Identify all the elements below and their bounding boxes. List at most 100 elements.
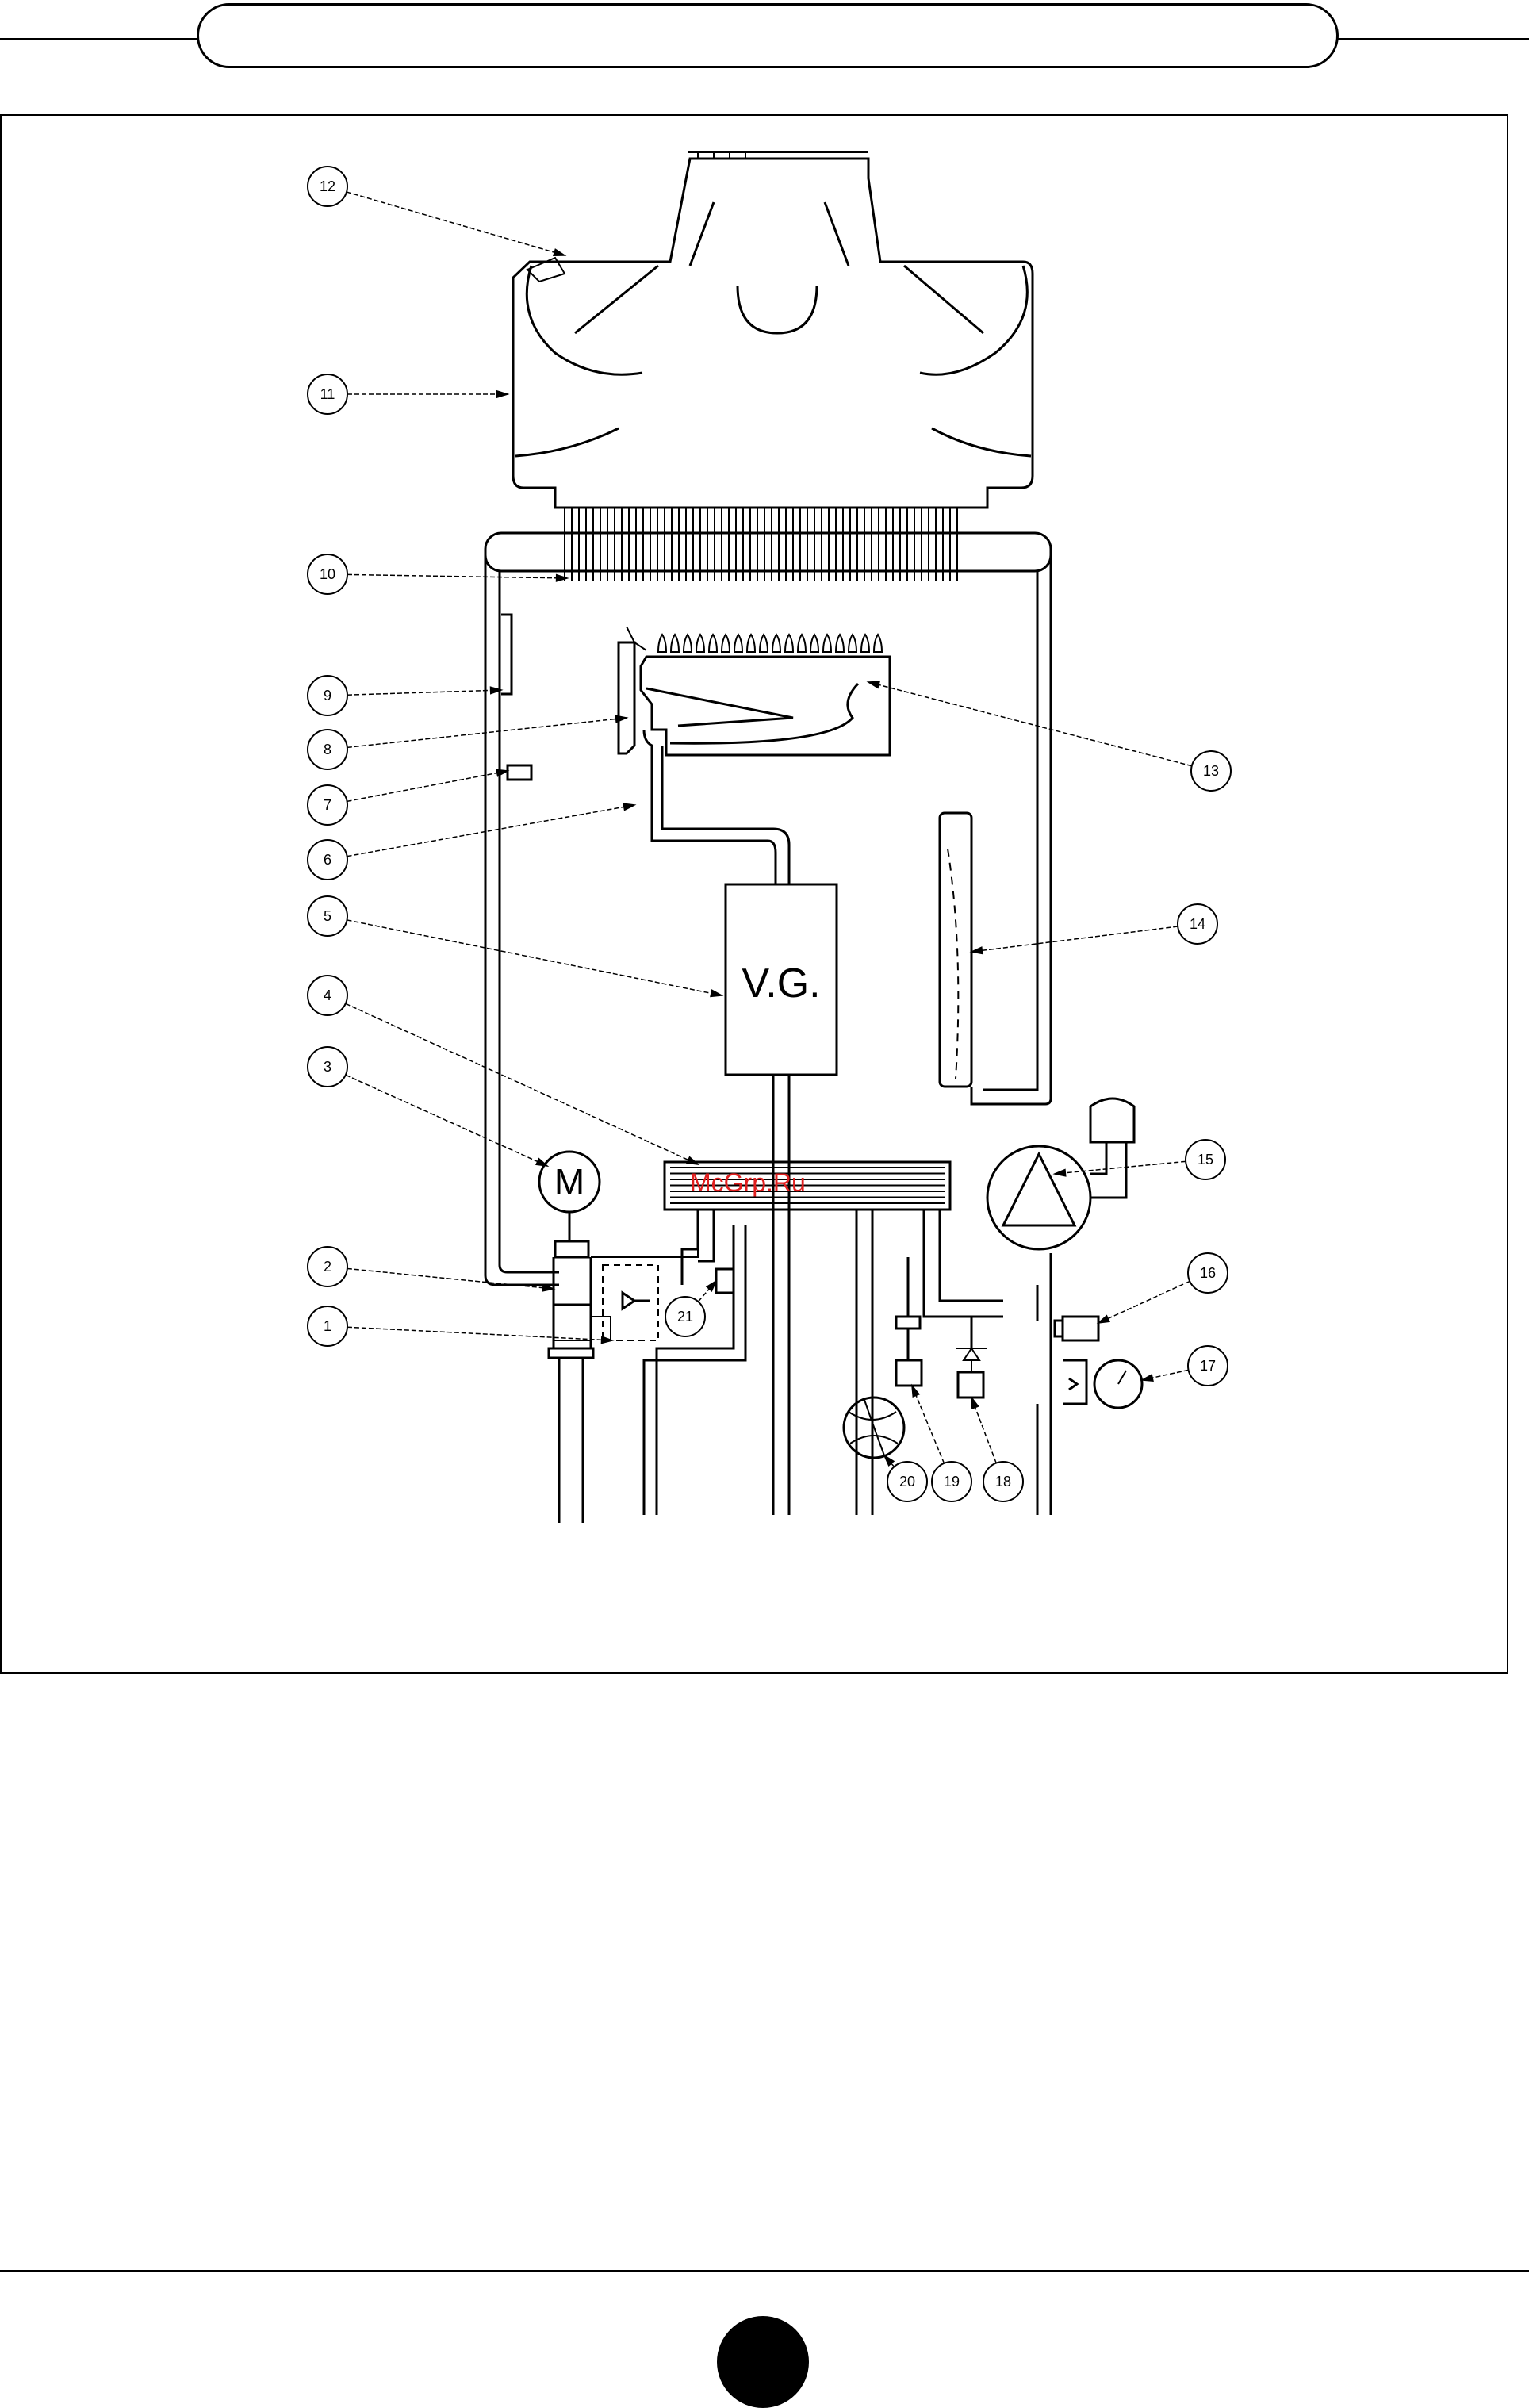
callout-leader <box>347 573 568 579</box>
gas-valve-label: V.G. <box>742 961 820 1007</box>
callout-arrowhead <box>623 803 637 811</box>
callout-circle <box>307 729 348 770</box>
callout-arrowhead <box>710 989 724 998</box>
callout-arrowhead <box>1096 1314 1110 1325</box>
callout-leader <box>347 919 722 996</box>
flow-pipe-left <box>484 555 559 1286</box>
callout-19: 19 <box>911 1383 972 1502</box>
callout-number: 2 <box>324 1259 331 1275</box>
callout-leader <box>345 1003 699 1165</box>
callout-arrowhead <box>542 1283 556 1292</box>
callout-number: 21 <box>677 1309 693 1325</box>
callout-3: 3 <box>307 1046 550 1168</box>
callout-circle <box>307 784 348 826</box>
callout-circle <box>307 1306 348 1347</box>
callout-leader <box>971 1397 997 1463</box>
expansion-vessel-membrane <box>947 848 960 1079</box>
callout-6: 6 <box>307 803 637 880</box>
callout-9: 9 <box>307 675 504 716</box>
drain-tap <box>842 1396 906 1459</box>
dhw-ntc-sensor <box>715 1267 735 1294</box>
callout-12: 12 <box>307 166 567 257</box>
callout-7: 7 <box>307 769 510 826</box>
callout-leader <box>1098 1280 1190 1324</box>
callout-arrowhead <box>705 1279 718 1293</box>
callout-arrowhead <box>686 1156 700 1166</box>
callout-arrowhead <box>615 715 629 723</box>
footer-rule <box>0 2270 1529 2272</box>
header-rule-left <box>0 38 198 40</box>
callout-leader <box>1054 1160 1186 1175</box>
heating-return-pipe <box>558 1358 584 1523</box>
callout-circle <box>307 839 348 880</box>
burner-flame <box>695 633 706 653</box>
callout-arrowhead <box>496 389 510 399</box>
electrode-tip <box>626 626 647 651</box>
heat-exchanger-frame <box>484 531 1052 573</box>
callout-13: 13 <box>866 681 1232 792</box>
circulation-pump <box>986 1145 1092 1251</box>
burner-flame <box>809 633 820 653</box>
burner-flame <box>822 633 833 653</box>
callout-circle <box>307 374 348 415</box>
header-rule-right <box>1337 38 1529 40</box>
bypass-valve <box>547 1347 595 1359</box>
three-way-valve-head <box>554 1240 590 1259</box>
three-way-valve-body <box>552 1257 592 1348</box>
callout-leader <box>971 926 1178 953</box>
callout-number: 9 <box>324 688 331 704</box>
gauge-needle <box>1117 1370 1127 1385</box>
burner-flame <box>745 633 757 653</box>
watermark: McGrp.Ru <box>690 1168 806 1197</box>
dhw-hot-pipe <box>855 1210 874 1515</box>
burner-flame <box>771 633 782 653</box>
callout-arrowhead <box>971 1395 979 1410</box>
burner-flame <box>834 633 845 653</box>
callout-10: 10 <box>307 554 569 595</box>
callout-8: 8 <box>307 715 629 770</box>
callout-number: 4 <box>324 987 331 1003</box>
callout-circle <box>307 675 348 716</box>
callout-20: 20 <box>883 1454 928 1502</box>
callout-1: 1 <box>307 1306 615 1347</box>
flue-baffle-left <box>525 265 643 376</box>
callout-leader <box>911 1385 945 1464</box>
callout-number: 15 <box>1198 1152 1213 1168</box>
burner-flame <box>682 633 693 653</box>
callout-16: 16 <box>1096 1252 1228 1325</box>
pressure-gauge <box>1093 1359 1144 1409</box>
callout-arrowhead <box>883 1454 895 1467</box>
burner-flame <box>796 633 807 653</box>
callout-leader <box>347 1326 613 1341</box>
flue-lower-left <box>515 427 619 458</box>
callout-leader <box>868 681 1192 767</box>
callout-circle <box>307 554 348 595</box>
expansion-vessel <box>938 811 973 1088</box>
flue-lower-right <box>931 427 1032 458</box>
diagram-frame <box>0 114 1508 1674</box>
callout-arrowhead <box>535 1157 550 1168</box>
callout-5: 5 <box>307 895 724 998</box>
burner-flame <box>707 633 719 653</box>
callout-2: 2 <box>307 1246 556 1292</box>
callout-11: 11 <box>307 374 510 415</box>
overheat-thermostat <box>526 256 566 283</box>
callout-arrowhead <box>555 573 569 582</box>
callout-14: 14 <box>969 903 1218 955</box>
flow-sensor <box>895 1359 923 1387</box>
callout-number: 8 <box>324 742 331 757</box>
callout-number: 3 <box>324 1059 331 1075</box>
callout-number: 16 <box>1200 1265 1216 1281</box>
flue-baffle-right <box>919 265 1029 376</box>
pump-triangle <box>1001 1151 1077 1227</box>
burner-flame <box>657 633 668 653</box>
burner-flame <box>669 633 680 653</box>
callout-arrowhead <box>600 1336 615 1344</box>
callout-number: 6 <box>324 852 331 868</box>
callout-circle <box>887 1461 928 1502</box>
callout-leader <box>347 689 502 696</box>
callout-circle <box>1177 903 1218 945</box>
burner-flame <box>847 633 858 653</box>
dhw-side-pipe <box>922 1210 1003 1318</box>
